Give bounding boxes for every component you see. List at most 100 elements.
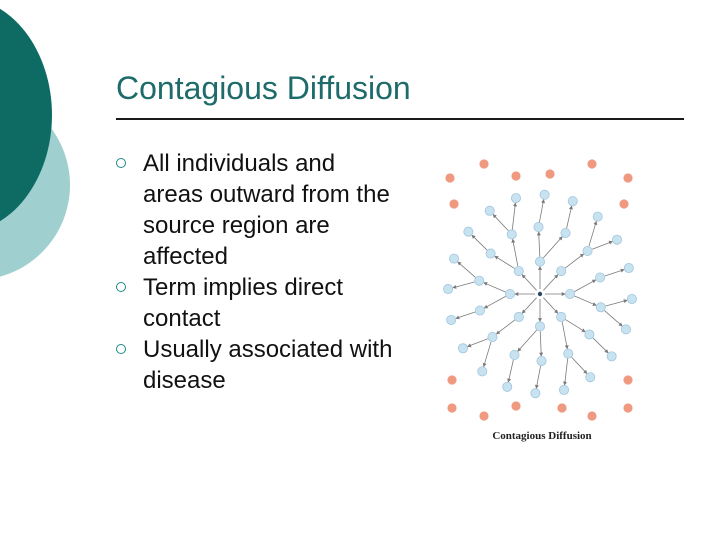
- slide-title: Contagious Diffusion: [116, 70, 411, 106]
- affected-node: [484, 205, 495, 216]
- affected-node: [620, 324, 631, 335]
- title-divider: [116, 118, 684, 120]
- diffusion-arrow: [543, 236, 563, 259]
- bullet-item: Usually associated with disease: [116, 334, 401, 396]
- diffusion-arrow: [605, 299, 628, 307]
- diffusion-arrow: [539, 199, 546, 223]
- affected-node: [556, 266, 567, 277]
- unaffected-node: [623, 173, 633, 183]
- diffusion-arrow: [482, 341, 492, 368]
- diffusion-arrow: [452, 281, 475, 289]
- diffusion-arrow: [457, 261, 476, 278]
- unaffected-node: [479, 411, 489, 421]
- diffusion-arrow: [483, 296, 506, 309]
- diffusion-arrow: [507, 359, 514, 383]
- diffusion-arrow: [592, 337, 609, 354]
- unaffected-node: [587, 159, 597, 169]
- diffusion-arrow: [588, 220, 598, 247]
- affected-node: [446, 314, 457, 325]
- diffusion-arrow: [574, 295, 597, 306]
- bullet-list: All individuals and areas outward from t…: [116, 148, 401, 396]
- affected-node: [592, 211, 603, 222]
- affected-node: [606, 351, 617, 362]
- affected-node: [585, 372, 596, 383]
- diffusion-arrow: [564, 253, 585, 269]
- contagious-diffusion-diagram: [443, 159, 637, 421]
- affected-node: [513, 266, 524, 277]
- diffusion-arrow: [543, 297, 559, 314]
- affected-node: [595, 302, 606, 313]
- diffusion-arrow: [571, 356, 588, 375]
- affected-node: [513, 311, 524, 322]
- diffusion-arrow: [494, 255, 515, 269]
- affected-node: [506, 229, 517, 240]
- diffusion-arrow: [566, 205, 573, 229]
- bullet-item: All individuals and areas outward from t…: [116, 148, 401, 272]
- unaffected-node: [623, 403, 633, 413]
- bullet-text: Usually associated with disease: [143, 336, 393, 394]
- unaffected-node: [445, 173, 455, 183]
- affected-node: [567, 196, 578, 207]
- source-node: [537, 291, 543, 297]
- diffusion-arrow: [511, 202, 518, 230]
- bullet-item: Term implies direct contact: [116, 272, 401, 334]
- diffusion-arrow: [471, 234, 488, 251]
- bullet-text: Term implies direct contact: [143, 274, 344, 332]
- affected-node: [443, 284, 454, 295]
- affected-node: [556, 311, 567, 322]
- affected-node: [535, 256, 546, 267]
- diffusion-arrow: [517, 329, 537, 352]
- unaffected-node: [623, 375, 633, 385]
- unaffected-node: [449, 199, 459, 209]
- diffusion-arrow: [521, 297, 537, 314]
- unaffected-node: [479, 159, 489, 169]
- affected-node: [463, 226, 474, 237]
- affected-node: [487, 332, 498, 343]
- diffusion-arrow: [562, 358, 569, 386]
- diffusion-arrow: [565, 319, 586, 333]
- affected-node: [485, 248, 496, 259]
- bullet-text: All individuals and areas outward from t…: [143, 150, 390, 270]
- affected-node: [559, 384, 570, 395]
- bullet-circle-icon: [116, 282, 126, 292]
- affected-node: [539, 189, 550, 200]
- diffusion-arrow: [455, 311, 476, 320]
- affected-node: [582, 245, 593, 256]
- affected-node: [449, 253, 460, 264]
- bullet-circle-icon: [116, 158, 126, 168]
- diffusion-arrow: [561, 321, 569, 350]
- diffusion-arrow: [536, 231, 541, 257]
- unaffected-node: [511, 171, 521, 181]
- affected-node: [533, 222, 544, 233]
- bullet-circle-icon: [116, 344, 126, 354]
- affected-node: [474, 275, 485, 286]
- diffusion-arrow: [492, 213, 509, 232]
- unaffected-node: [447, 403, 457, 413]
- affected-node: [510, 193, 521, 204]
- affected-node: [535, 321, 546, 332]
- affected-node: [477, 366, 488, 377]
- affected-node: [564, 288, 575, 299]
- diffusion-arrow: [511, 238, 519, 267]
- affected-node: [612, 234, 623, 245]
- unaffected-node: [511, 401, 521, 411]
- affected-node: [584, 329, 595, 340]
- diffusion-arrow: [592, 240, 613, 250]
- affected-node: [474, 305, 485, 316]
- diagram-caption: Contagious Diffusion: [492, 430, 592, 442]
- unaffected-node: [545, 169, 555, 179]
- diffusion-arrow: [495, 319, 516, 335]
- affected-node: [626, 293, 637, 304]
- diffusion-arrow: [574, 279, 597, 292]
- affected-node: [509, 350, 520, 361]
- affected-node: [536, 355, 547, 366]
- diffusion-arrow: [521, 274, 537, 291]
- diffusion-arrow: [483, 282, 506, 293]
- diffusion-arrow: [467, 338, 488, 348]
- unaffected-node: [587, 411, 597, 421]
- diffusion-arrow: [604, 268, 625, 277]
- unaffected-node: [557, 403, 567, 413]
- affected-node: [563, 348, 574, 359]
- diffusion-arrow: [539, 331, 544, 357]
- affected-node: [457, 343, 468, 354]
